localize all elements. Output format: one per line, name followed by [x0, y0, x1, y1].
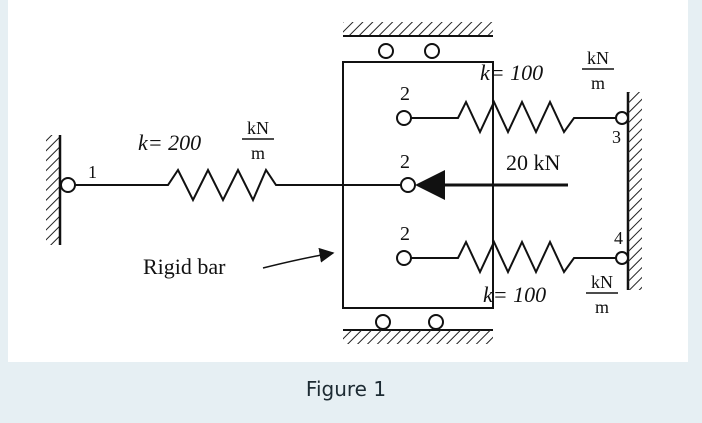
node-4-circle	[615, 251, 629, 265]
left-spring-unit-den: m	[251, 143, 265, 163]
left-spring-unit-num: kN	[247, 118, 269, 138]
bottom-wall-hatching	[343, 330, 493, 344]
node-2-mid-label: 2	[400, 151, 410, 173]
left-wall-hatching	[46, 135, 60, 245]
top-support	[343, 22, 493, 59]
rigid-bar-arrow	[262, 247, 335, 269]
node-2-mid-circle	[400, 177, 416, 193]
force-label: 20 kN	[506, 150, 561, 175]
figure-caption: Figure 1	[305, 377, 387, 401]
node-2-bottom-label: 2	[400, 223, 410, 245]
top-spring	[396, 99, 629, 135]
node-2-bottom-circle	[396, 250, 412, 266]
left-spring-coil	[75, 167, 408, 203]
bottom-spring-coil	[411, 239, 622, 275]
right-wall-hatching	[628, 92, 642, 290]
rigid-bar-label: Rigid bar	[143, 254, 226, 279]
bottom-support	[343, 314, 493, 344]
node-3-label: 3	[612, 127, 621, 147]
top-spring-k-label: k= 100	[480, 60, 543, 85]
top-roller-left	[378, 43, 394, 59]
bottom-spring	[396, 239, 629, 275]
left-spring	[60, 167, 408, 203]
node-1-label: 1	[88, 162, 97, 182]
middle-node-force	[400, 170, 568, 200]
top-spring-unit-num: kN	[587, 48, 609, 68]
node-4-label: 4	[614, 228, 623, 248]
top-spring-unit-den: m	[591, 73, 605, 93]
bottom-roller-right	[428, 314, 444, 330]
node-3-circle	[615, 111, 629, 125]
top-spring-coil	[411, 99, 622, 135]
figure-panel: k= 200 kN m k= 100 kN m k= 100 kN m 20 k…	[8, 0, 688, 362]
bottom-spring-unit-den: m	[595, 297, 609, 317]
node-2-top-label: 2	[400, 83, 410, 105]
spring-system-diagram: k= 200 kN m k= 100 kN m k= 100 kN m 20 k…	[46, 22, 642, 344]
node-2-top-circle	[396, 110, 412, 126]
bottom-spring-unit-num: kN	[591, 272, 613, 292]
rigid-bar-pointer	[262, 247, 335, 269]
top-roller-right	[424, 43, 440, 59]
left-spring-k-label: k= 200	[138, 130, 201, 155]
node-1-circle	[60, 177, 76, 193]
bottom-roller-left	[375, 314, 391, 330]
left-wall	[46, 135, 62, 245]
bottom-spring-k-label: k= 100	[483, 282, 546, 307]
top-wall-hatching	[343, 22, 493, 36]
right-wall	[626, 92, 642, 290]
